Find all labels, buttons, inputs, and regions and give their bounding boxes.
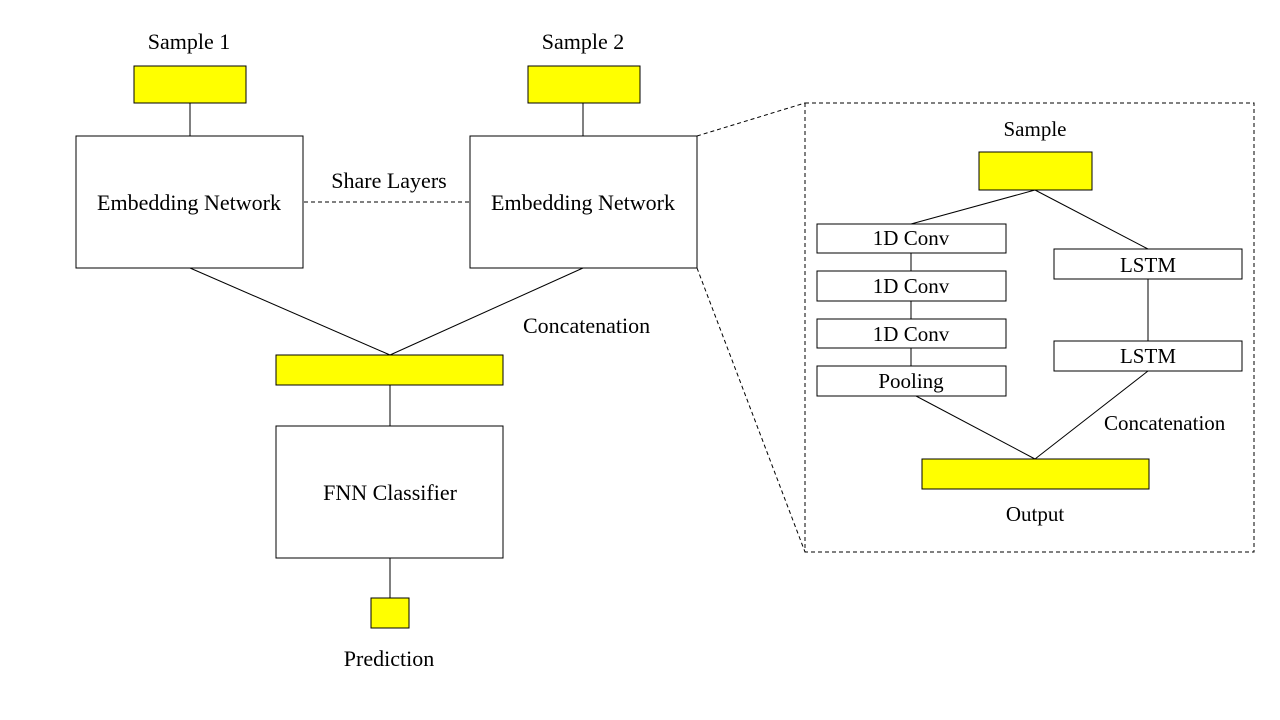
conv1-label: 1D Conv <box>873 226 950 250</box>
pooling-label: Pooling <box>878 369 944 393</box>
connector-sample-lstm <box>1034 189 1149 250</box>
detail-output-label: Output <box>1006 502 1065 526</box>
embedding-network-1-label: Embedding Network <box>97 190 281 215</box>
embedding-network-2-label: Embedding Network <box>491 190 675 215</box>
conv2-box <box>816 270 1007 302</box>
lstm2-box <box>1053 340 1243 372</box>
prediction-tensor <box>370 597 410 629</box>
embedding-network-1-box <box>75 135 304 269</box>
detail-sample-tensor <box>978 151 1093 191</box>
embedding-network-2-box <box>469 135 698 269</box>
zoom-line-bottom <box>696 267 806 553</box>
lstm1-box <box>1053 248 1243 280</box>
fnn-classifier-label: FNN Classifier <box>323 480 458 505</box>
zoom-line-top <box>696 102 806 137</box>
detail-concatenation-label: Concatenation <box>1104 411 1226 435</box>
conv3-box <box>816 318 1007 349</box>
prediction-label: Prediction <box>344 646 434 671</box>
connector-pooling-output <box>915 395 1036 460</box>
sample2-tensor <box>527 65 641 104</box>
connector-lstm-output <box>1034 370 1149 460</box>
connector-sample-conv <box>910 189 1036 225</box>
connector-embedding2-concat <box>389 267 584 356</box>
lstm2-label: LSTM <box>1120 344 1176 368</box>
connector-embedding1-concat <box>189 267 391 356</box>
share-layers-label: Share Layers <box>331 168 446 193</box>
sample2-label: Sample 2 <box>542 29 625 54</box>
concatenation-label: Concatenation <box>523 313 650 338</box>
detail-output-tensor <box>921 458 1150 490</box>
lstm1-label: LSTM <box>1120 253 1176 277</box>
fnn-classifier-box <box>275 425 504 559</box>
conv2-label: 1D Conv <box>873 274 950 298</box>
pooling-box <box>816 365 1007 397</box>
sample1-tensor <box>133 65 247 104</box>
conv3-label: 1D Conv <box>873 322 950 346</box>
detail-sample-label: Sample <box>1004 117 1067 141</box>
sample1-label: Sample 1 <box>148 29 231 54</box>
concatenated-tensor <box>275 354 504 386</box>
conv1-box <box>816 223 1007 254</box>
detail-panel <box>804 102 1255 553</box>
